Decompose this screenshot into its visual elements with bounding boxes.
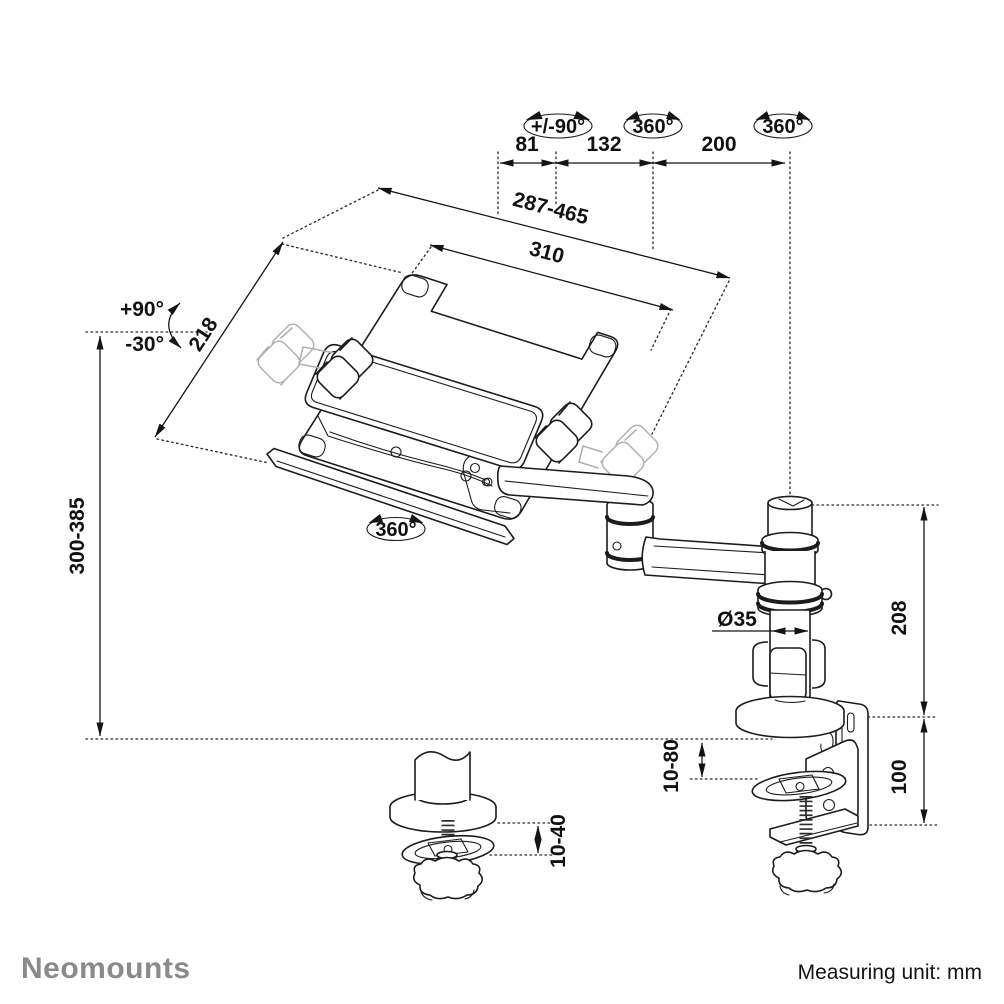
clamp-knob — [772, 844, 843, 896]
clamp-pad — [751, 770, 847, 802]
rotation-labels: +/-90° 360° 360° 360° +90° -30° — [120, 116, 804, 541]
right-clamp-ghost — [578, 424, 659, 488]
arm-lower-segment — [641, 536, 776, 585]
grommet-ring — [401, 834, 495, 866]
label-tilt-up: +90° — [120, 298, 164, 321]
front-lip — [266, 447, 515, 546]
grommet-mount — [389, 751, 497, 901]
dim-tray-inner-width: 310 — [527, 237, 567, 268]
vesa-swivel-symbol — [523, 111, 593, 139]
tray-rotation-symbol — [366, 514, 426, 542]
measuring-unit-label: Measuring unit: mm — [797, 961, 982, 984]
arm-assembly — [462, 455, 776, 585]
tilt-arc — [167, 302, 182, 349]
label-arm-rotation: 360° — [632, 116, 673, 138]
dim-132: 132 — [586, 133, 621, 156]
grommet-knob — [413, 850, 484, 901]
label-vesa-swivel: +/-90° — [531, 116, 585, 138]
arm-upper-segment — [496, 465, 654, 506]
right-clamp — [534, 401, 593, 464]
dim-tray-width-range: 287-465 — [510, 188, 591, 230]
extension-lines — [85, 151, 939, 856]
pole-base-disc — [735, 695, 845, 739]
pole-rotation-symbol — [753, 111, 813, 139]
desk-clamp — [751, 700, 869, 896]
label-pole-rotation: 360° — [762, 116, 803, 138]
dim-200: 200 — [701, 133, 736, 156]
label-tray-rotation: 360° — [375, 519, 416, 541]
arm-rotation-symbol — [623, 111, 683, 139]
left-clamp — [315, 337, 374, 400]
dim-pole-diameter: Ø35 — [717, 608, 757, 631]
cable-clips — [752, 639, 826, 701]
dim-81: 81 — [515, 133, 539, 156]
dim-tray-depth: 218 — [184, 313, 223, 355]
label-tilt-down: -30° — [125, 333, 164, 356]
rotation-symbols — [366, 111, 813, 542]
brand-logo: Neomounts — [21, 952, 191, 985]
dim-clamp-height: 100 — [888, 759, 911, 794]
dim-clamp-opening: 10-80 — [660, 739, 683, 793]
dim-pole-height: 208 — [888, 600, 911, 635]
dimension-lines — [96, 159, 928, 854]
dim-grommet-opening: 10-40 — [547, 814, 570, 868]
dim-height-range: 300-385 — [66, 497, 89, 574]
laptop-tray — [256, 274, 659, 546]
